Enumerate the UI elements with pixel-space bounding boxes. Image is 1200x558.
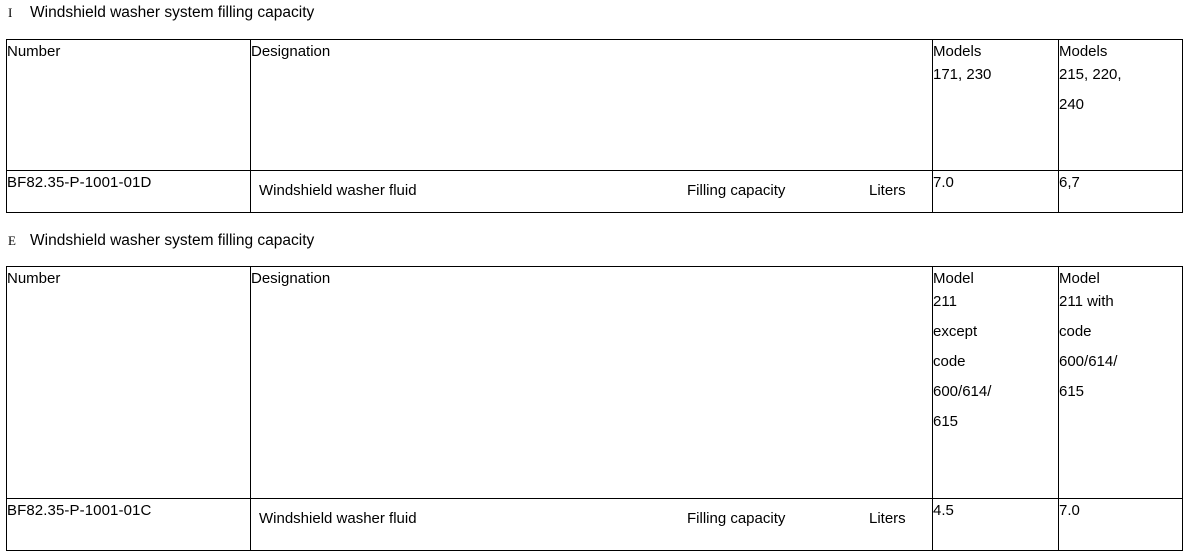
section-marker-2: E xyxy=(8,233,16,248)
column-header-value-1-line-2: 211 xyxy=(933,293,957,310)
cell-designation-name: Windshield washer fluid xyxy=(259,510,417,527)
column-header-value-2-line-5: 615 xyxy=(1059,383,1085,400)
section-marker-1: I xyxy=(8,5,13,20)
column-header-value-1-line-1: Model xyxy=(933,270,974,287)
column-header-value-1-line-6: 615 xyxy=(933,413,959,430)
cell-designation-property: Filling capacity xyxy=(687,182,786,199)
column-header-value-2-line-1: Models xyxy=(1059,43,1108,60)
column-header-value-2: Models 215, 220, 240 xyxy=(1058,39,1183,171)
column-header-value-2: Model 211 with code 600/614/ 615 xyxy=(1058,266,1183,499)
cell-designation-name: Windshield washer fluid xyxy=(259,182,417,199)
section-heading-1: I Windshield washer system filling capac… xyxy=(0,4,314,22)
cell-number: BF82.35-P-1001-01D xyxy=(6,170,251,213)
cell-designation: Windshield washer fluid Filling capacity… xyxy=(250,170,933,213)
column-header-value-1-line-1: Models xyxy=(933,43,982,60)
cell-designation-unit: Liters xyxy=(869,182,906,199)
column-header-value-1-line-4: code xyxy=(933,353,966,370)
section-title-2: Windshield washer system filling capacit… xyxy=(30,232,315,249)
column-header-value-2-line-2: 215, 220, xyxy=(1059,66,1122,83)
cell-designation-unit: Liters xyxy=(869,510,906,527)
column-header-value-2-line-3: code xyxy=(1059,323,1092,340)
column-header-designation: Designation xyxy=(250,266,933,499)
column-header-value-1: Model 211 except code 600/614/ 615 xyxy=(932,266,1059,499)
cell-value-2: 6,7 xyxy=(1058,170,1183,213)
section-title-1: Windshield washer system filling capacit… xyxy=(30,4,315,21)
column-header-value-2-line-3: 240 xyxy=(1059,96,1085,113)
column-header-value-1: Models 171, 230 xyxy=(932,39,1059,171)
table-row: BF82.35-P-1001-01D Windshield washer flu… xyxy=(6,170,1183,213)
table-header-row: Number Designation Models 171, 230 Model… xyxy=(6,39,1183,171)
table-header-row: Number Designation Model 211 except code… xyxy=(6,266,1183,499)
cell-number: BF82.35-P-1001-01C xyxy=(6,498,251,551)
column-header-value-2-line-4: 600/614/ xyxy=(1059,353,1118,370)
column-header-number: Number xyxy=(6,266,251,499)
column-header-number: Number xyxy=(6,39,251,171)
cell-value-2: 7.0 xyxy=(1058,498,1183,551)
section-heading-2: E Windshield washer system filling capac… xyxy=(0,232,314,250)
column-header-designation: Designation xyxy=(250,39,933,171)
column-header-value-1-line-2: 171, 230 xyxy=(933,66,992,83)
column-header-value-1-line-5: 600/614/ xyxy=(933,383,992,400)
cell-designation-property: Filling capacity xyxy=(687,510,786,527)
column-header-value-2-line-1: Model xyxy=(1059,270,1100,287)
filling-capacity-table-2: Number Designation Model 211 except code… xyxy=(6,266,1183,551)
filling-capacity-table-1: Number Designation Models 171, 230 Model… xyxy=(6,39,1183,213)
column-header-value-2-line-2: 211 with xyxy=(1059,293,1114,310)
table-row: BF82.35-P-1001-01C Windshield washer flu… xyxy=(6,498,1183,551)
cell-designation: Windshield washer fluid Filling capacity… xyxy=(250,498,933,551)
cell-value-1: 4.5 xyxy=(932,498,1059,551)
column-header-value-1-line-3: except xyxy=(933,323,978,340)
cell-value-1: 7.0 xyxy=(932,170,1059,213)
